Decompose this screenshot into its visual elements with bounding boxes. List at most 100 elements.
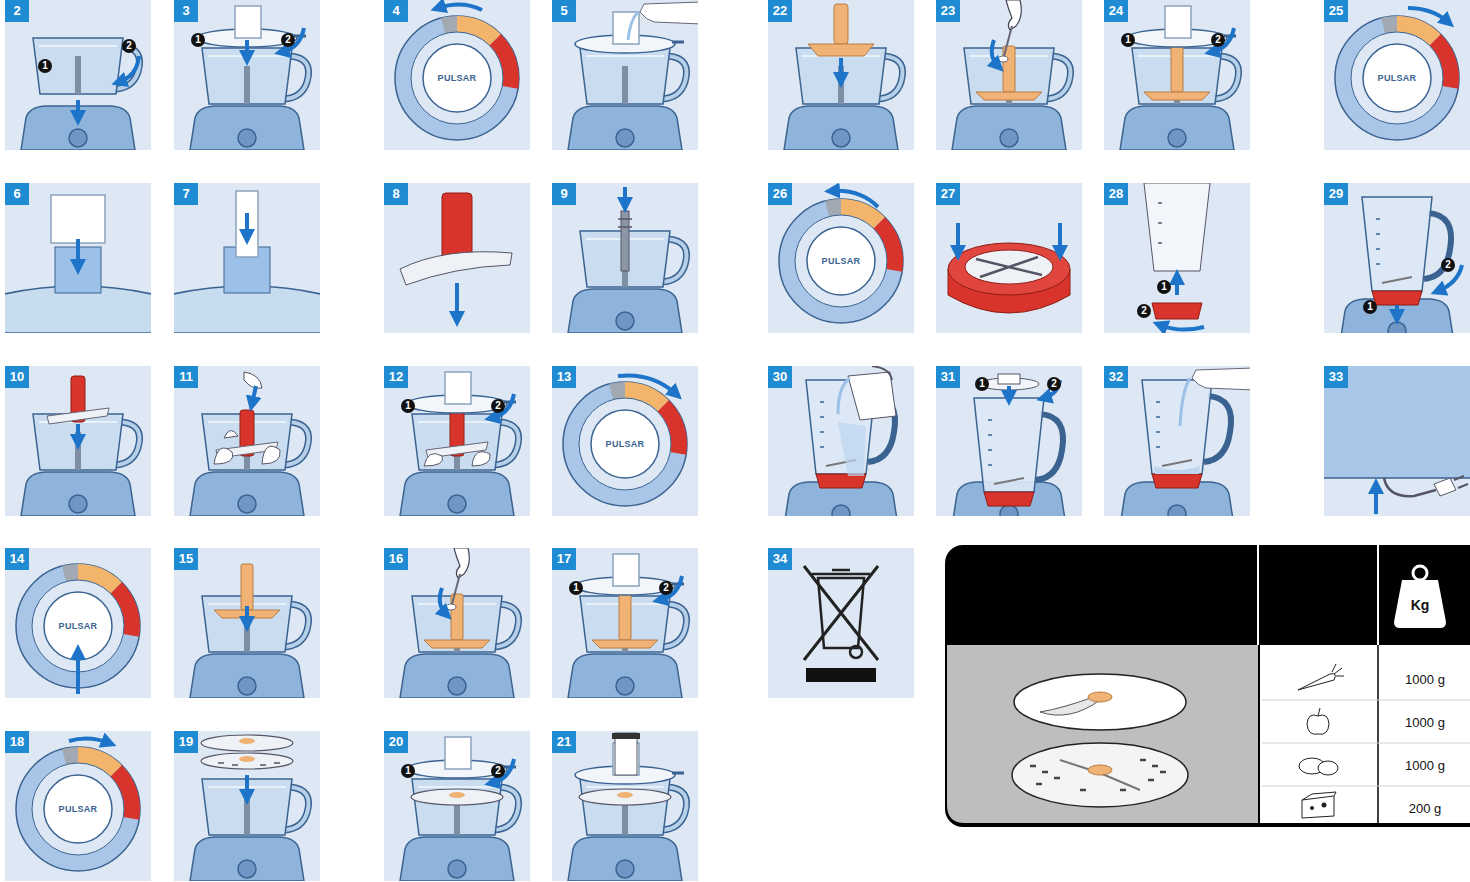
step-panel: 2412 — [1104, 0, 1250, 150]
step-panel: 30 — [768, 366, 914, 516]
callout-number: 2 — [1211, 33, 1225, 47]
step-number: 25 — [1324, 0, 1348, 22]
step-number: 22 — [768, 0, 792, 22]
apple-stem — [1318, 708, 1320, 716]
step-panel: 33 — [1324, 366, 1470, 516]
disc-blade — [1040, 696, 1100, 715]
button-label: PULSAR — [822, 256, 861, 266]
disc-hub — [1088, 692, 1112, 702]
callout-number: 2 — [1441, 258, 1455, 272]
carrot-icon — [1298, 674, 1335, 690]
step-number: 21 — [552, 731, 576, 753]
step-panel: 15 — [174, 548, 320, 698]
button-label: PULSAR — [606, 439, 645, 449]
button-label: PULSAR — [438, 73, 477, 83]
potato-icon — [1318, 761, 1338, 775]
callout-number: 2 — [659, 581, 673, 595]
step-number: 16 — [384, 548, 408, 570]
table-cell: 1000 g — [1405, 715, 1445, 730]
step-number: 32 — [1104, 366, 1128, 388]
step-number: 19 — [174, 731, 198, 753]
step-number: 2 — [5, 0, 29, 22]
weight-ring — [1413, 566, 1427, 580]
step-panel: 3 1 2 — [174, 0, 320, 150]
step-number: 5 — [552, 0, 576, 22]
weight-icon — [1394, 580, 1446, 628]
callout-number: 1 — [191, 33, 205, 47]
value-cells — [1260, 645, 1470, 823]
step-number: 26 — [768, 183, 792, 205]
step-number: 13 — [552, 366, 576, 388]
step-panel: 31 1 2 — [936, 366, 1082, 516]
step-number: 9 — [552, 183, 576, 205]
apple-icon — [1307, 715, 1329, 734]
step-panel: 4PULSAR — [384, 0, 530, 150]
step-panel: 22 — [768, 0, 914, 150]
button-label: PULSAR — [59, 621, 98, 631]
step-panel: 6 — [5, 183, 151, 333]
step-number: 20 — [384, 731, 408, 753]
step-panel: 25PULSAR — [1324, 0, 1470, 150]
callout-number: 1 — [401, 764, 415, 778]
step-panel: 10 — [5, 366, 151, 516]
step-panel: 8 — [384, 183, 530, 333]
step-number: 29 — [1324, 183, 1348, 205]
step-number: 7 — [174, 183, 198, 205]
step-panel: 5 — [552, 0, 698, 150]
callout-number: 2 — [1137, 304, 1151, 318]
callout-number: 1 — [1363, 300, 1377, 314]
step-number: 11 — [174, 366, 198, 388]
grating-holes — [1030, 760, 1166, 790]
callout-number: 2 — [491, 399, 505, 413]
step-panel: 23 — [936, 0, 1082, 150]
callout-number: 1 — [569, 581, 583, 595]
step-panel: 26PULSAR — [768, 183, 914, 333]
column-divider — [1377, 645, 1379, 823]
header-divider — [1258, 545, 1378, 645]
step-number: 12 — [384, 366, 408, 388]
step-number: 18 — [5, 731, 29, 753]
step-panel: 19 — [174, 731, 320, 881]
grating-disc — [1012, 743, 1188, 807]
step-number: 15 — [174, 548, 198, 570]
grating-ribs — [1060, 760, 1140, 790]
slicing-disc — [1014, 674, 1186, 730]
step-number: 4 — [384, 0, 408, 22]
step-panel: 27 — [936, 183, 1082, 333]
step-panel: 2812 — [1104, 183, 1250, 333]
step-number: 28 — [1104, 183, 1128, 205]
step-panel: 2012 — [384, 731, 530, 881]
step-panel: 21 — [552, 731, 698, 881]
callout-number: 1 — [975, 377, 989, 391]
step-panel: 9 — [552, 183, 698, 333]
step-panel: 1712 — [552, 548, 698, 698]
step-number: 3 — [174, 0, 198, 22]
step-number: 33 — [1324, 366, 1348, 388]
callout-number: 2 — [281, 33, 295, 47]
tool-cell — [947, 645, 1258, 823]
step-panel: 29 1 2 — [1324, 183, 1470, 333]
step-number: 27 — [936, 183, 960, 205]
step-number: 8 — [384, 183, 408, 205]
step-panel: 34 — [768, 548, 914, 698]
capacity-table — [945, 545, 1470, 827]
step-number: 34 — [768, 548, 792, 570]
callout-number: 2 — [491, 764, 505, 778]
step-panel: 18PULSAR — [5, 731, 151, 881]
table-cell: 200 g — [1409, 801, 1442, 816]
row-divider — [1262, 700, 1470, 786]
step-panel: 16 — [384, 548, 530, 698]
table-cell: 1000 g — [1405, 758, 1445, 773]
step-number: 24 — [1104, 0, 1128, 22]
step-panel: 1212 — [384, 366, 530, 516]
cheese-hole — [1322, 803, 1327, 808]
callout-number: 2 — [1047, 377, 1061, 391]
cheese-icon — [1302, 792, 1336, 818]
button-label: PULSAR — [59, 804, 98, 814]
step-panel: 7 — [174, 183, 320, 333]
step-number: 31 — [936, 366, 960, 388]
step-panel: 13PULSAR — [552, 366, 698, 516]
step-number: 30 — [768, 366, 792, 388]
callout-number: 2 — [122, 39, 136, 53]
step-number: 23 — [936, 0, 960, 22]
